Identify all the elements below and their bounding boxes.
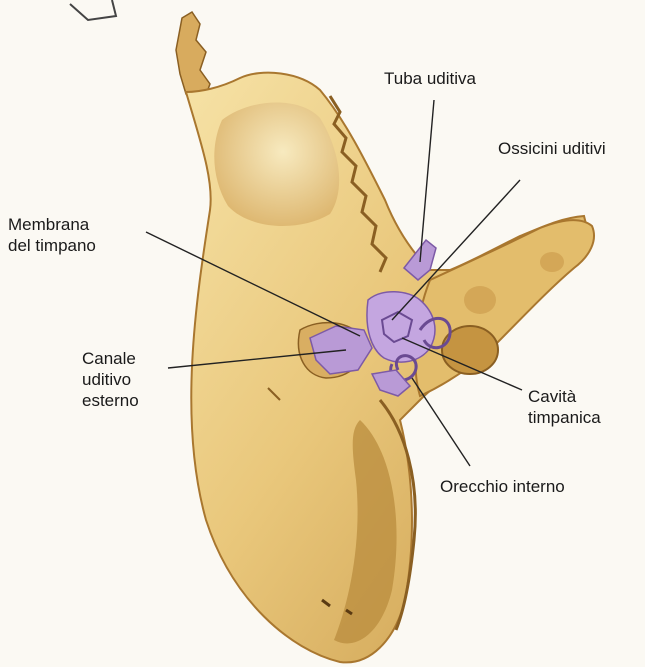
label-canale-line-3: esterno xyxy=(82,390,139,411)
label-cavita-line-1: Cavità xyxy=(528,386,601,407)
petrous-part xyxy=(415,220,594,396)
label-cavita-line-2: timpanica xyxy=(528,407,601,428)
squamous-fossa xyxy=(214,102,339,226)
label-cavita-timpanica: Cavità timpanica xyxy=(528,386,601,428)
label-canale-line-2: uditivo xyxy=(82,369,139,390)
label-membrana-del-timpano: Membrana del timpano xyxy=(8,214,96,256)
label-canale-line-1: Canale xyxy=(82,348,139,369)
label-membrana-line-1: Membrana xyxy=(8,214,96,235)
petrous-pit xyxy=(464,286,496,314)
label-tuba-uditiva: Tuba uditiva xyxy=(384,68,476,89)
label-membrana-line-2: del timpano xyxy=(8,235,96,256)
petrous-apex-pit xyxy=(540,252,564,272)
label-canale-uditivo-esterno: Canale uditivo esterno xyxy=(82,348,139,411)
leader-orecchio-interno xyxy=(412,378,470,466)
leader-tuba-uditiva xyxy=(420,100,434,262)
arrow-outline xyxy=(70,0,116,20)
label-ossicini-uditivi: Ossicini uditivi xyxy=(498,138,606,159)
label-orecchio-interno: Orecchio interno xyxy=(440,476,565,497)
